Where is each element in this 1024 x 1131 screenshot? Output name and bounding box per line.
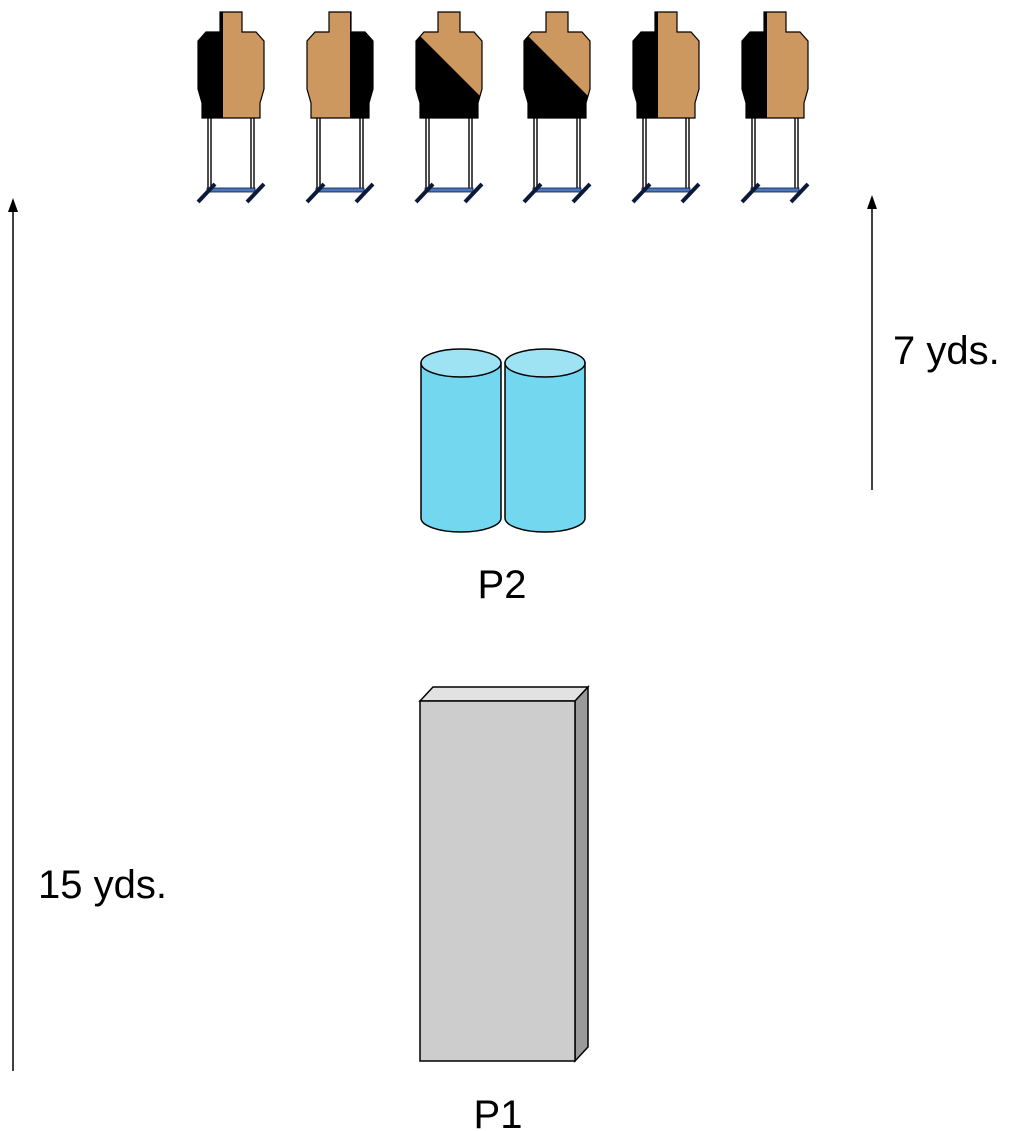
barrel-pair-icon: [420, 348, 586, 533]
target-stand-icon: [305, 11, 375, 204]
target-row: [196, 11, 810, 204]
target-stand-icon: [414, 11, 484, 204]
target-stand-icon: [522, 11, 592, 204]
target-stand-icon: [196, 11, 266, 204]
near-distance-label: 7 yds.: [893, 329, 1000, 373]
far-distance-label: 15 yds.: [38, 863, 167, 907]
position-2-label: P2: [478, 563, 527, 607]
barrel-icon: [504, 348, 586, 533]
far-distance-arrowhead-icon: [8, 198, 18, 212]
target-stand-icon: [740, 11, 810, 204]
near-distance-arrowhead-icon: [867, 195, 877, 209]
barrel-icon: [420, 348, 502, 533]
position-1-label: P1: [474, 1093, 523, 1131]
target-stand-icon: [631, 11, 701, 204]
wall-barricade-icon: [418, 685, 590, 1063]
